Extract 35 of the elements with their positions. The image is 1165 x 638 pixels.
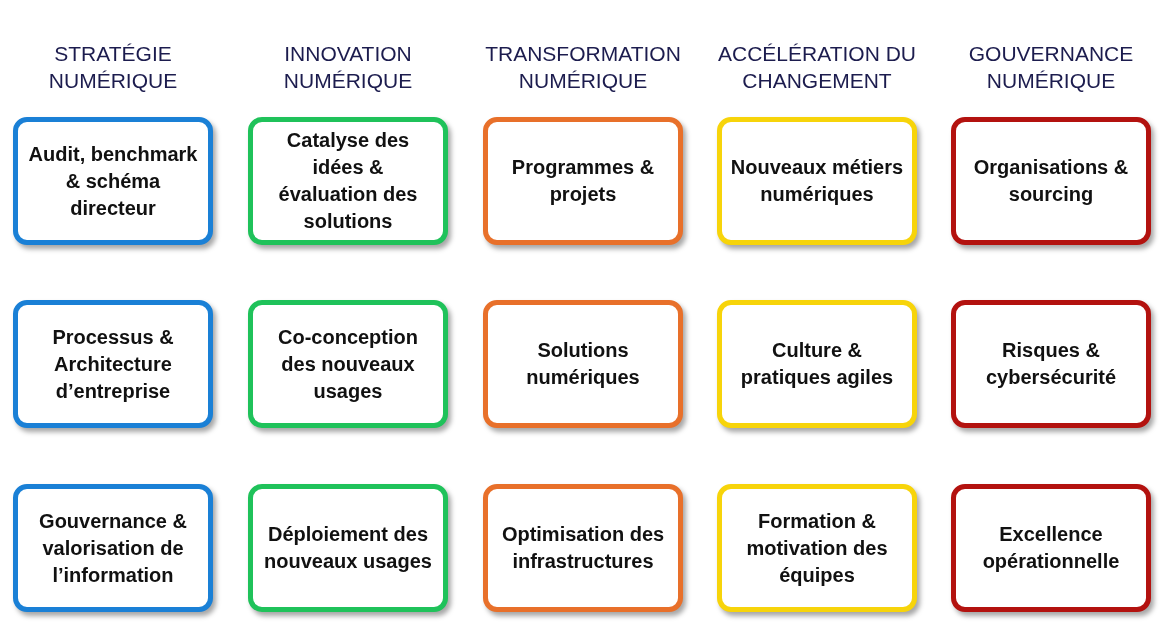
box-text: Audit, benchmark & schéma directeur <box>27 141 199 221</box>
rounded-box <box>951 117 1151 245</box>
rounded-box <box>717 300 917 428</box>
column-heading: GOUVERNANCE NUMÉRIQUE <box>967 41 1135 94</box>
box-text: Catalyse des idées & évaluation des solutions <box>277 128 419 234</box>
rounded-box <box>717 484 917 612</box>
rounded-box <box>248 484 448 612</box>
column-heading: INNOVATION NUMÉRIQUE <box>282 41 414 94</box>
box-text: Gouvernance & valorisation de l’information <box>38 508 188 588</box>
rounded-box <box>483 117 683 245</box>
box-text: Solutions numériques <box>525 338 641 390</box>
box-text: Processus & Architecture d’entreprise <box>51 324 175 404</box>
box-text: Nouveaux métiers numériques <box>730 155 904 207</box>
column-heading: TRANSFORMATION NUMÉRIQUE <box>484 41 682 94</box>
rounded-box <box>248 117 448 245</box>
rounded-box <box>13 117 213 245</box>
box-text: Organisations & sourcing <box>972 155 1130 207</box>
column-heading: ACCÉLÉRATION DU CHANGEMENT <box>717 41 917 94</box>
rounded-box <box>951 300 1151 428</box>
column-heading: STRATÉGIE NUMÉRIQUE <box>47 41 179 94</box>
rounded-box <box>248 300 448 428</box>
box-text: Risques & cybersécurité <box>984 338 1118 390</box>
rounded-box <box>483 484 683 612</box>
box-text: Formation & motivation des équipes <box>745 508 889 588</box>
rounded-box <box>717 117 917 245</box>
box-text: Culture & pratiques agiles <box>739 338 895 390</box>
rounded-box <box>13 300 213 428</box>
box-text: Co-conception des nouveaux usages <box>277 324 419 404</box>
box-text: Optimisation des infrastructures <box>500 522 666 574</box>
rounded-box <box>951 484 1151 612</box>
box-text: Excellence opérationnelle <box>981 522 1121 574</box>
box-text: Déploiement des nouveaux usages <box>263 522 433 574</box>
rounded-box <box>13 484 213 612</box>
box-text: Programmes & projets <box>510 155 656 207</box>
rounded-box <box>483 300 683 428</box>
